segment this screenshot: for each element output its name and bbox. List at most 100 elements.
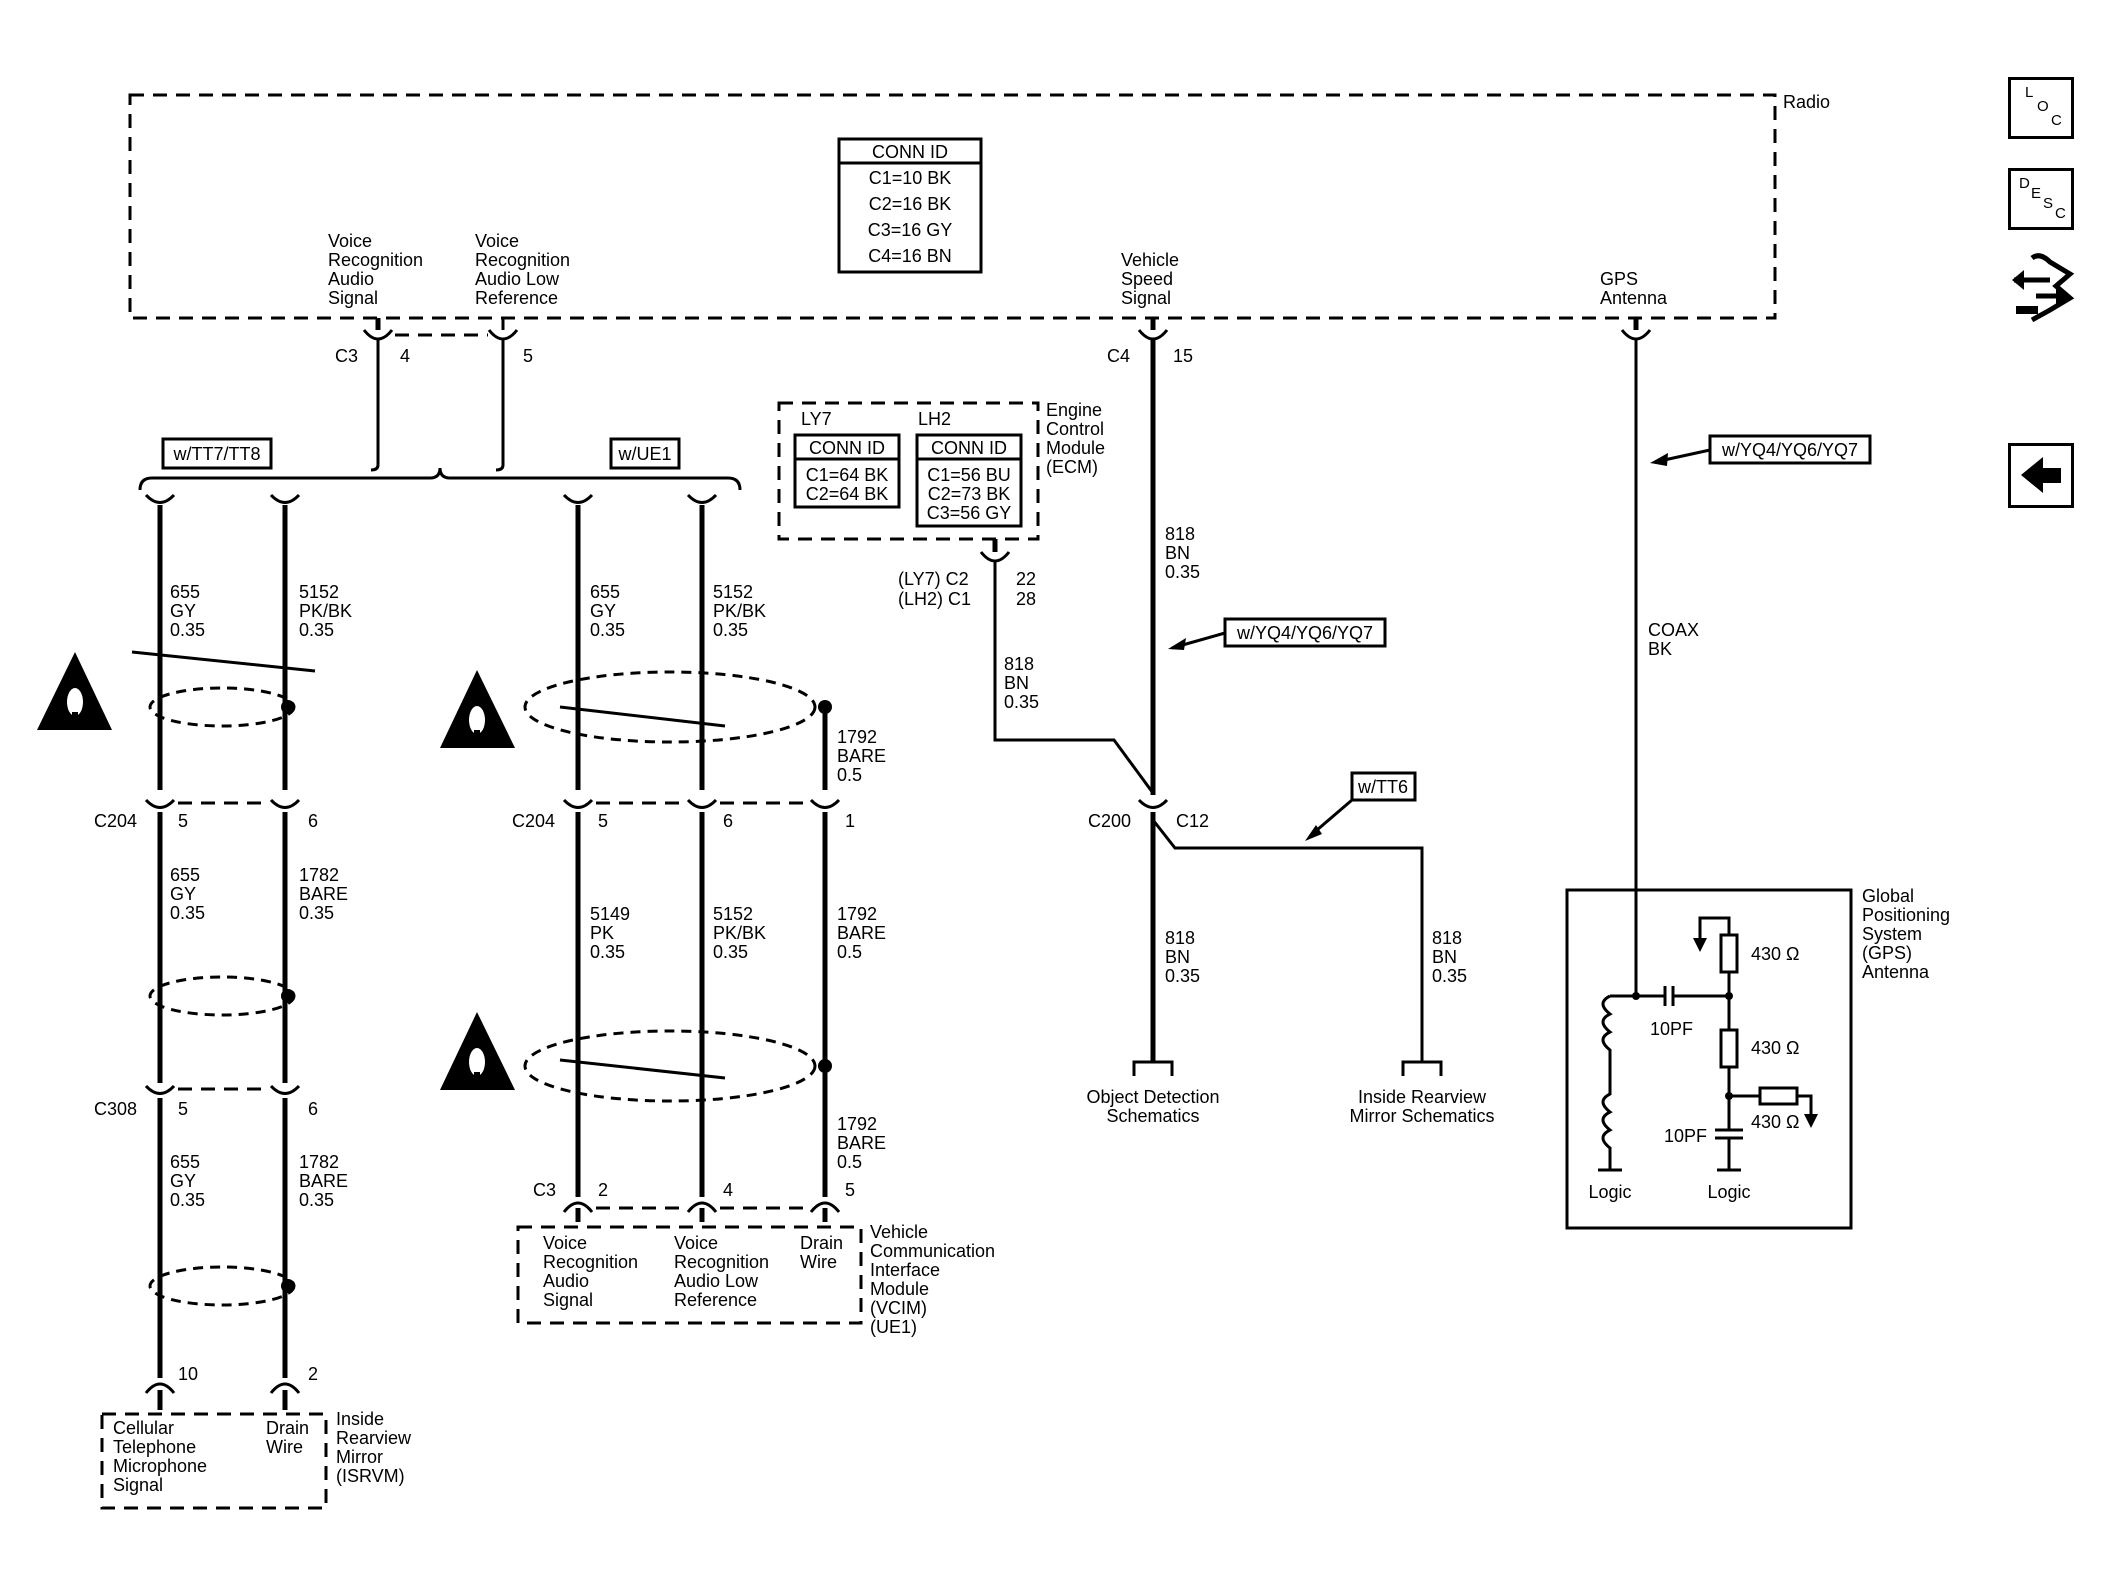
svg-text:0.35: 0.35 — [713, 620, 748, 640]
svg-text:C4=16 BN: C4=16 BN — [868, 246, 952, 266]
svg-text:0.5: 0.5 — [837, 765, 862, 785]
svg-text:0.35: 0.35 — [170, 620, 205, 640]
location-button[interactable]: L O C — [2008, 77, 2074, 139]
svg-text:BN: BN — [1004, 673, 1029, 693]
svg-text:10PF: 10PF — [1664, 1126, 1707, 1146]
svg-text:C2=73 BK: C2=73 BK — [928, 484, 1011, 504]
svg-text:5149: 5149 — [590, 904, 630, 924]
svg-text:818: 818 — [1165, 928, 1195, 948]
radio-pin-vr-low-label: Voice Recognition Audio Low Reference — [475, 231, 570, 308]
svg-text:PK: PK — [590, 923, 614, 943]
inside-rearview-mirror-destination[interactable]: Inside Rearview Mirror Schematics — [1349, 1087, 1494, 1126]
svg-text:5152: 5152 — [299, 582, 339, 602]
svg-text:818: 818 — [1165, 524, 1195, 544]
loc-letter: L — [2025, 84, 2034, 101]
radio-conn-id-table: CONN ID C1=10 BK C2=16 BK C3=16 GY C4=16… — [837, 137, 983, 274]
svg-text:C1=64 BK: C1=64 BK — [806, 465, 889, 485]
svg-text:PK/BK: PK/BK — [713, 923, 766, 943]
svg-text:655: 655 — [170, 1152, 200, 1172]
svg-text:PK/BK: PK/BK — [299, 601, 352, 621]
caution-icon[interactable] — [440, 670, 515, 748]
svg-text:1792: 1792 — [837, 904, 877, 924]
svg-text:Communication: Communication — [870, 1241, 995, 1261]
svg-text:0.35: 0.35 — [1165, 966, 1200, 986]
desc-letter: S — [2043, 195, 2054, 212]
gps-coax: COAX BK — [1634, 340, 1699, 995]
svg-text:Signal: Signal — [1121, 288, 1171, 308]
svg-text:Signal: Signal — [328, 288, 378, 308]
option-yq4-label-gps: w/YQ4/YQ6/YQ7 — [1650, 434, 1872, 466]
svg-text:System: System — [1862, 924, 1922, 944]
svg-text:1792: 1792 — [837, 1114, 877, 1134]
svg-text:Wire: Wire — [266, 1437, 303, 1457]
svg-text:BN: BN — [1432, 947, 1457, 967]
svg-text:Positioning: Positioning — [1862, 905, 1950, 925]
desc-letter: C — [2055, 205, 2066, 222]
ecm-connector: (LY7) C2 (LH2) C1 22 28 818 BN 0.35 — [898, 539, 1155, 794]
svg-text:430 Ω: 430 Ω — [1751, 1112, 1800, 1132]
svg-text:CONN ID: CONN ID — [809, 438, 885, 458]
svg-text:430 Ω: 430 Ω — [1751, 944, 1800, 964]
desc-letter: E — [2031, 185, 2042, 202]
svg-text:22: 22 — [1016, 569, 1036, 589]
svg-text:655: 655 — [590, 582, 620, 602]
svg-text:Control: Control — [1046, 419, 1104, 439]
svg-text:w/UE1: w/UE1 — [617, 444, 671, 464]
svg-text:w/TT6: w/TT6 — [1357, 777, 1408, 797]
svg-text:Voice: Voice — [543, 1233, 587, 1253]
svg-text:Telephone: Telephone — [113, 1437, 196, 1457]
loc-letter: C — [2051, 112, 2062, 129]
svg-text:Reference: Reference — [475, 288, 558, 308]
svg-text:430 Ω: 430 Ω — [1751, 1038, 1800, 1058]
svg-text:C308: C308 — [94, 1099, 137, 1119]
description-button[interactable]: D E S C — [2008, 168, 2074, 230]
caution-icon[interactable] — [37, 652, 112, 730]
svg-text:Voice: Voice — [328, 231, 372, 251]
svg-text:BARE: BARE — [837, 923, 886, 943]
option-ue1-label: w/UE1 — [609, 437, 681, 470]
svg-text:6: 6 — [723, 811, 733, 831]
svg-text:Drain: Drain — [266, 1418, 309, 1438]
vss-circuit: 818 BN 0.35 C200 C12 818 BN 0.35 818 BN … — [1088, 340, 1467, 1076]
svg-text:0.35: 0.35 — [170, 903, 205, 923]
svg-text:Audio: Audio — [328, 269, 374, 289]
svg-text:15: 15 — [1173, 346, 1193, 366]
svg-text:Audio Low: Audio Low — [475, 269, 560, 289]
svg-text:Object Detection: Object Detection — [1086, 1087, 1219, 1107]
svg-text:(ECM): (ECM) — [1046, 457, 1098, 477]
svg-text:Voice: Voice — [674, 1233, 718, 1253]
radio-module: Radio CONN ID C1=10 BK C2=16 BK C3=16 GY… — [128, 92, 1830, 320]
svg-text:0.35: 0.35 — [170, 1190, 205, 1210]
vcim-module: Voice Recognition Audio Signal Voice Rec… — [516, 1222, 995, 1337]
svg-text:COAX: COAX — [1648, 620, 1699, 640]
option-tt7-label: w/TT7/TT8 — [161, 437, 273, 470]
svg-text:GY: GY — [170, 1171, 196, 1191]
svg-text:Antenna: Antenna — [1862, 962, 1930, 982]
svg-text:Recognition: Recognition — [674, 1252, 769, 1272]
svg-text:Global: Global — [1862, 886, 1914, 906]
connector-end-view-icon[interactable] — [2010, 250, 2076, 330]
caution-icon[interactable] — [440, 1012, 515, 1090]
svg-text:2: 2 — [598, 1180, 608, 1200]
svg-text:GY: GY — [170, 601, 196, 621]
svg-text:5152: 5152 — [713, 904, 753, 924]
svg-text:Recognition: Recognition — [475, 250, 570, 270]
svg-text:Vehicle: Vehicle — [1121, 250, 1179, 270]
svg-text:Wire: Wire — [800, 1252, 837, 1272]
option-yq4-label: w/YQ4/YQ6/YQ7 — [1168, 617, 1387, 650]
back-button[interactable] — [2008, 443, 2074, 508]
svg-text:C3: C3 — [533, 1180, 556, 1200]
svg-text:C12: C12 — [1176, 811, 1209, 831]
svg-text:Inside Rearview: Inside Rearview — [1358, 1087, 1487, 1107]
radio-title: Radio — [1783, 92, 1830, 112]
svg-text:Speed: Speed — [1121, 269, 1173, 289]
svg-text:Cellular: Cellular — [113, 1418, 174, 1438]
svg-text:(GPS): (GPS) — [1862, 943, 1912, 963]
object-detection-destination[interactable]: Object Detection Schematics — [1086, 1087, 1219, 1126]
svg-text:Drain: Drain — [800, 1233, 843, 1253]
svg-text:CONN ID: CONN ID — [931, 438, 1007, 458]
svg-text:Rearview: Rearview — [336, 1428, 412, 1448]
svg-text:0.35: 0.35 — [713, 942, 748, 962]
radio-connector-c3: C3 4 5 — [335, 318, 533, 465]
svg-text:0.35: 0.35 — [299, 620, 334, 640]
